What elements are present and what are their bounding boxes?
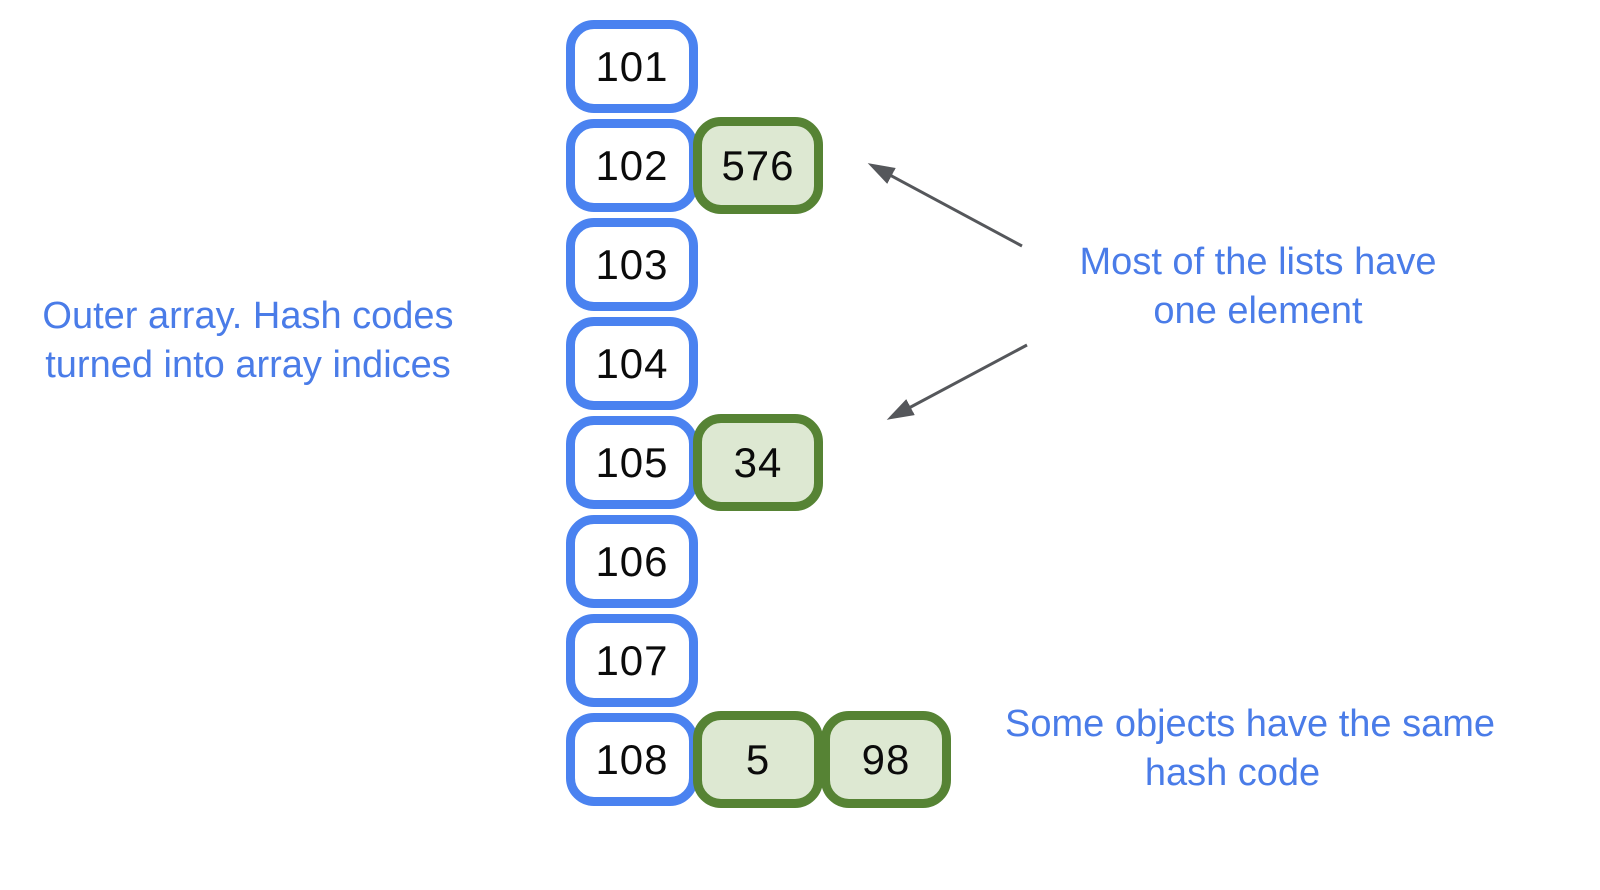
index-value: 102 — [595, 141, 669, 189]
bucket-row-104: 104 — [566, 317, 951, 410]
value-box: 5 — [693, 711, 823, 808]
bucket-row-103: 103 — [566, 218, 951, 311]
outer-array-caption: Outer array. Hash codes turned into arra… — [18, 292, 478, 390]
index-box-108: 108 — [566, 713, 698, 806]
value-box: 34 — [693, 414, 823, 511]
index-value: 103 — [595, 240, 669, 288]
index-value: 104 — [595, 339, 669, 387]
bucket-row-101: 101 — [566, 20, 951, 113]
lists-caption: Most of the lists have one element — [1048, 238, 1468, 336]
index-box-106: 106 — [566, 515, 698, 608]
bucket-value: 576 — [721, 141, 795, 189]
index-box-105: 105 — [566, 416, 698, 509]
bucket-row-108: 108 5 98 — [566, 711, 951, 808]
index-value: 105 — [595, 438, 669, 486]
lists-caption-line1: Most of the lists have — [1079, 241, 1437, 283]
bucket-row-102: 102 576 — [566, 117, 951, 214]
outer-array-caption-line2: turned into array indices — [45, 344, 451, 386]
index-box-103: 103 — [566, 218, 698, 311]
outer-array-column: 101 102 576 103 104 105 — [566, 20, 951, 808]
bucket-row-107: 107 — [566, 614, 951, 707]
bucket-row-106: 106 — [566, 515, 951, 608]
collision-caption-line1: Some objects have the same — [1005, 703, 1496, 745]
collision-caption: Some objects have the same hash code — [1005, 700, 1496, 798]
bucket-value: 5 — [745, 735, 771, 783]
lists-caption-line2: one element — [1153, 290, 1363, 332]
value-box: 576 — [693, 117, 823, 214]
collision-caption-line2: hash code — [1144, 752, 1321, 794]
bucket-row-105: 105 34 — [566, 414, 951, 511]
index-box-104: 104 — [566, 317, 698, 410]
index-value: 101 — [595, 42, 669, 90]
outer-array-caption-line1: Outer array. Hash codes — [42, 295, 454, 337]
index-box-107: 107 — [566, 614, 698, 707]
index-value: 108 — [595, 735, 669, 783]
index-value: 107 — [595, 636, 669, 684]
index-box-102: 102 — [566, 119, 698, 212]
index-value: 106 — [595, 537, 669, 585]
index-box-101: 101 — [566, 20, 698, 113]
value-box: 98 — [821, 711, 951, 808]
bucket-value: 34 — [733, 438, 783, 486]
bucket-value: 98 — [861, 735, 911, 783]
